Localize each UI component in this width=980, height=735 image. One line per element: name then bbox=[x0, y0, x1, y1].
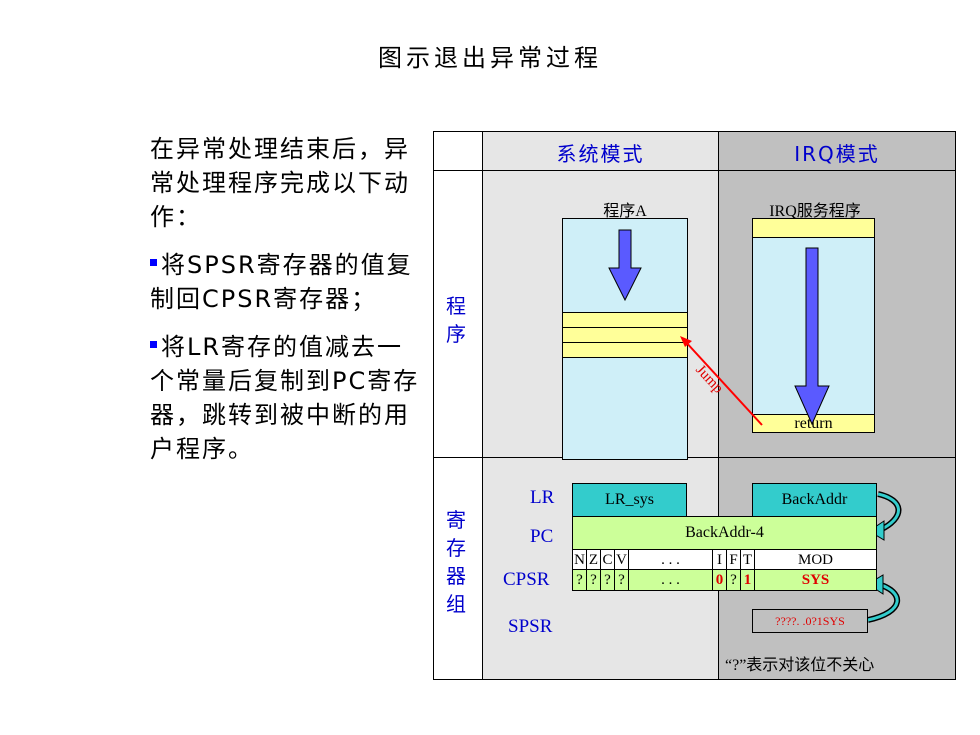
return-label: return bbox=[794, 415, 833, 432]
bullet-text-1: 将SPSR寄存器的值复制回CPSR寄存器； bbox=[150, 251, 413, 313]
cpsr-val-i: 0 bbox=[712, 569, 727, 591]
cpsr-val-n: ? bbox=[572, 569, 587, 591]
col-header-irq-label: IRQ模式 bbox=[794, 142, 880, 166]
header-corner bbox=[433, 131, 483, 171]
cpsr-bit-t: T bbox=[740, 549, 755, 570]
cpsr-val-t: 1 bbox=[740, 569, 755, 591]
cpsr-bit-f: F bbox=[726, 549, 741, 570]
spsr-to-cpsr-curve-arrow-fill bbox=[867, 582, 899, 622]
cpsr-bit-dots: . . . bbox=[628, 549, 713, 570]
backaddr-box: BackAddr bbox=[752, 483, 877, 517]
bullet-item-2: 将LR寄存的值减去一个常量后复制到PC寄存器，跳转到被中断的用户程序。 bbox=[150, 330, 420, 466]
bullet-icon bbox=[150, 258, 157, 266]
spsr-box: ????. .0?1SYS bbox=[752, 609, 868, 633]
bullet-icon bbox=[150, 340, 157, 348]
irq-program-label: IRQ服务程序 bbox=[769, 203, 861, 220]
pc-box: BackAddr-4 bbox=[572, 516, 877, 550]
dont-care-note: “?”表示对该位不关心 bbox=[725, 657, 875, 674]
jump-arrow-line bbox=[683, 339, 763, 426]
lr-label: LR bbox=[530, 487, 555, 508]
cpsr-val-z: ? bbox=[586, 569, 601, 591]
bullet-item-1: 将SPSR寄存器的值复制回CPSR寄存器； bbox=[150, 248, 420, 316]
program-a-flow-arrow bbox=[608, 229, 642, 302]
program-a-line-3 bbox=[562, 342, 688, 358]
intro-text: 在异常处理结束后，异常处理程序完成以下动作： bbox=[150, 135, 410, 231]
irq-flow-arrow bbox=[794, 247, 830, 426]
cpsr-bit-c: C bbox=[600, 549, 615, 570]
lr-to-pc-curve-arrow-fill bbox=[877, 492, 900, 532]
cpsr-bit-v: V bbox=[614, 549, 629, 570]
spsr-label: SPSR bbox=[508, 616, 553, 637]
cpsr-bit-z: Z bbox=[586, 549, 601, 570]
cpsr-val-c: ? bbox=[600, 569, 615, 591]
cpsr-label: CPSR bbox=[503, 569, 550, 590]
row-header-program-label: 程序 bbox=[446, 294, 468, 346]
irq-program-top-line bbox=[752, 218, 875, 238]
row-header-registers-label: 寄存器组 bbox=[446, 508, 468, 616]
cpsr-val-mod: SYS bbox=[754, 569, 877, 591]
row-header-program bbox=[433, 170, 483, 458]
program-a-label: 程序A bbox=[603, 203, 647, 220]
bullet-text-2: 将LR寄存的值减去一个常量后复制到PC寄存器，跳转到被中断的用户程序。 bbox=[150, 333, 420, 463]
description-text: 在异常处理结束后，异常处理程序完成以下动作： 将SPSR寄存器的值复制回CPSR… bbox=[150, 132, 420, 480]
cpsr-bit-i: I bbox=[712, 549, 727, 570]
cpsr-bit-mod: MOD bbox=[754, 549, 877, 570]
cpsr-bit-n: N bbox=[572, 549, 587, 570]
cpsr-val-v: ? bbox=[614, 569, 629, 591]
jump-arrow-head bbox=[680, 336, 692, 347]
page-title: 图示退出异常过程 bbox=[378, 44, 602, 72]
pc-label: PC bbox=[530, 526, 554, 547]
row-header-registers bbox=[433, 457, 483, 680]
col-header-system-label: 系统模式 bbox=[556, 142, 645, 166]
cpsr-val-dots: . . . bbox=[628, 569, 713, 591]
cpsr-val-f: ? bbox=[726, 569, 741, 591]
lr-sys-box: LR_sys bbox=[572, 483, 687, 517]
